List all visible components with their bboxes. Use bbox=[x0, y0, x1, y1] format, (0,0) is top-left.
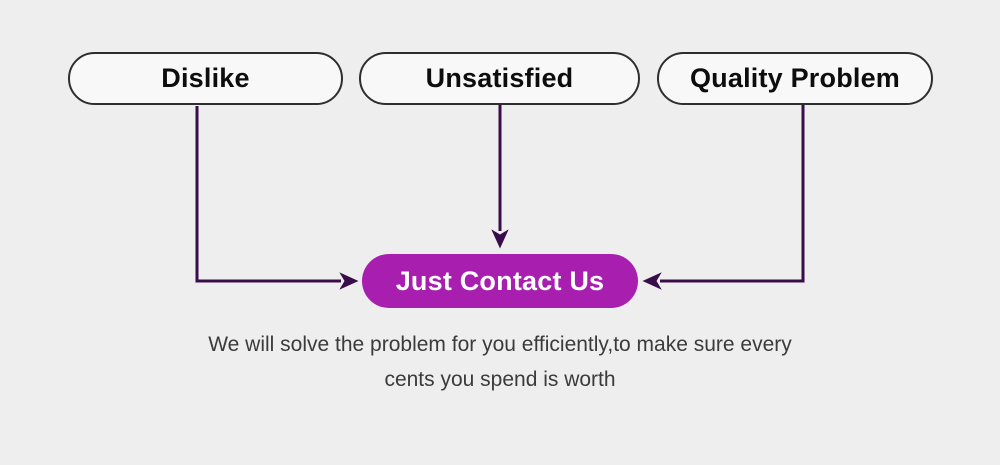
node-quality-problem: Quality Problem bbox=[657, 52, 933, 105]
arrow-quality-to-cta bbox=[642, 105, 805, 290]
node-unsatisfied: Unsatisfied bbox=[359, 52, 640, 105]
arrow-dislike-to-cta bbox=[195, 106, 359, 290]
node-quality-problem-label: Quality Problem bbox=[689, 63, 901, 93]
contact-cta-button[interactable]: Just Contact Us bbox=[362, 254, 638, 308]
node-dislike: Dislike bbox=[68, 52, 343, 105]
caption-line-1: We will solve the problem for you effici… bbox=[208, 333, 792, 356]
caption-line-2: cents you spend is worth bbox=[384, 368, 616, 391]
contact-cta-label: Just Contact Us bbox=[395, 265, 605, 296]
caption: We will solve the problem for you effici… bbox=[0, 327, 1000, 397]
node-dislike-label: Dislike bbox=[161, 63, 250, 93]
node-unsatisfied-label: Unsatisfied bbox=[425, 63, 574, 93]
